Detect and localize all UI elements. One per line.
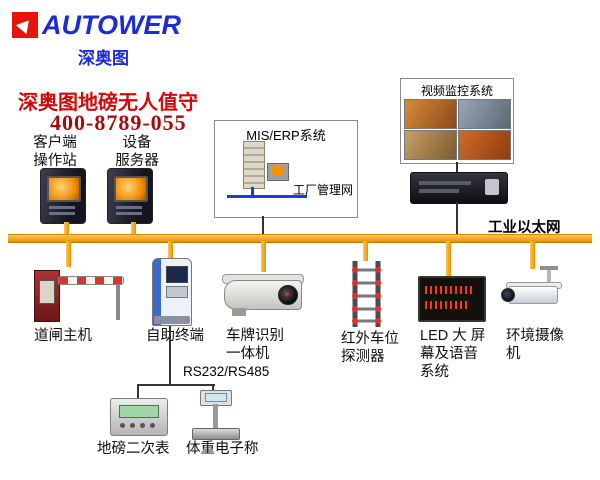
video-surveillance-title: 视频监控系统 (420, 84, 493, 98)
infrared-detector-icon (342, 258, 390, 330)
ethernet-bus (8, 234, 592, 243)
connector-led (446, 241, 451, 277)
mis-network-line (251, 187, 254, 196)
mis-network-label: 工厂管理网 (293, 183, 354, 197)
logo-brand: AUTOWER (42, 10, 181, 40)
label-infrared: 红外车位 探测器 (341, 331, 399, 365)
environment-camera-icon (500, 266, 572, 326)
connector-infrared (363, 241, 368, 261)
logo: AUTOWER 深奥图 (12, 10, 182, 70)
mis-network-line (227, 195, 307, 198)
connector-kiosk-serial (169, 326, 171, 386)
connector-serial-branch (137, 384, 215, 386)
logo-mark-icon (12, 12, 38, 38)
mis-monitor-icon (267, 163, 289, 181)
connector-video-dvr (456, 162, 458, 172)
logo-brand-cn: 深奥图 (78, 49, 129, 68)
page-title: 深奥图地磅无人值守 (18, 92, 198, 114)
device-server-computer-icon (107, 168, 153, 224)
client-station-computer-icon (40, 168, 86, 224)
label-env-camera: 环境摄像 机 (506, 328, 564, 362)
led-screen-icon (418, 276, 486, 322)
label-client-station: 客户端 操作站 (33, 135, 77, 169)
video-surveillance-box: 视频监控系统 (400, 78, 514, 164)
ethernet-bus-label: 工业以太网 (488, 220, 561, 236)
label-barrier: 道闸主机 (34, 328, 92, 344)
video-feed-icon (458, 99, 511, 129)
connector-barrier (66, 241, 71, 267)
self-service-kiosk-icon (152, 258, 192, 326)
connector-env-camera (530, 241, 535, 269)
weight-indicator-icon (110, 398, 168, 436)
connector-lpr (261, 241, 266, 272)
barrier-gate-icon (28, 266, 128, 324)
connector-mis-erp (262, 216, 264, 234)
label-led: LED 大 屏 幕及语音 系统 (420, 328, 486, 380)
connector-serial-scale (212, 384, 214, 394)
mis-erp-title: MIS/ERP系统 (246, 128, 326, 143)
dvr-recorder-icon (410, 172, 508, 204)
platform-scale-icon (190, 390, 242, 442)
connector-kiosk (168, 241, 173, 259)
connector-client-station (64, 222, 69, 234)
connector-serial-indicator (137, 384, 139, 400)
connector-device-server (131, 222, 136, 234)
serial-protocol-label: RS232/RS485 (181, 364, 272, 379)
server-tower-icon (243, 141, 265, 189)
video-feed-icon (404, 130, 457, 160)
label-scale: 体重电子称 (186, 441, 259, 457)
label-device-server: 设备 服务器 (115, 135, 159, 169)
phone-number: 400-8789-055 (50, 110, 187, 135)
video-feed-icon (404, 99, 457, 129)
label-kiosk: 自助终端 (146, 328, 204, 344)
label-indicator: 地磅二次表 (97, 441, 170, 457)
video-feed-icon (458, 130, 511, 160)
lpr-camera-icon (222, 272, 310, 320)
label-lpr: 车牌识别 一体机 (226, 328, 284, 362)
connector-dvr-bus (456, 202, 458, 234)
mis-erp-box: MIS/ERP系统 工厂管理网 (214, 120, 358, 218)
